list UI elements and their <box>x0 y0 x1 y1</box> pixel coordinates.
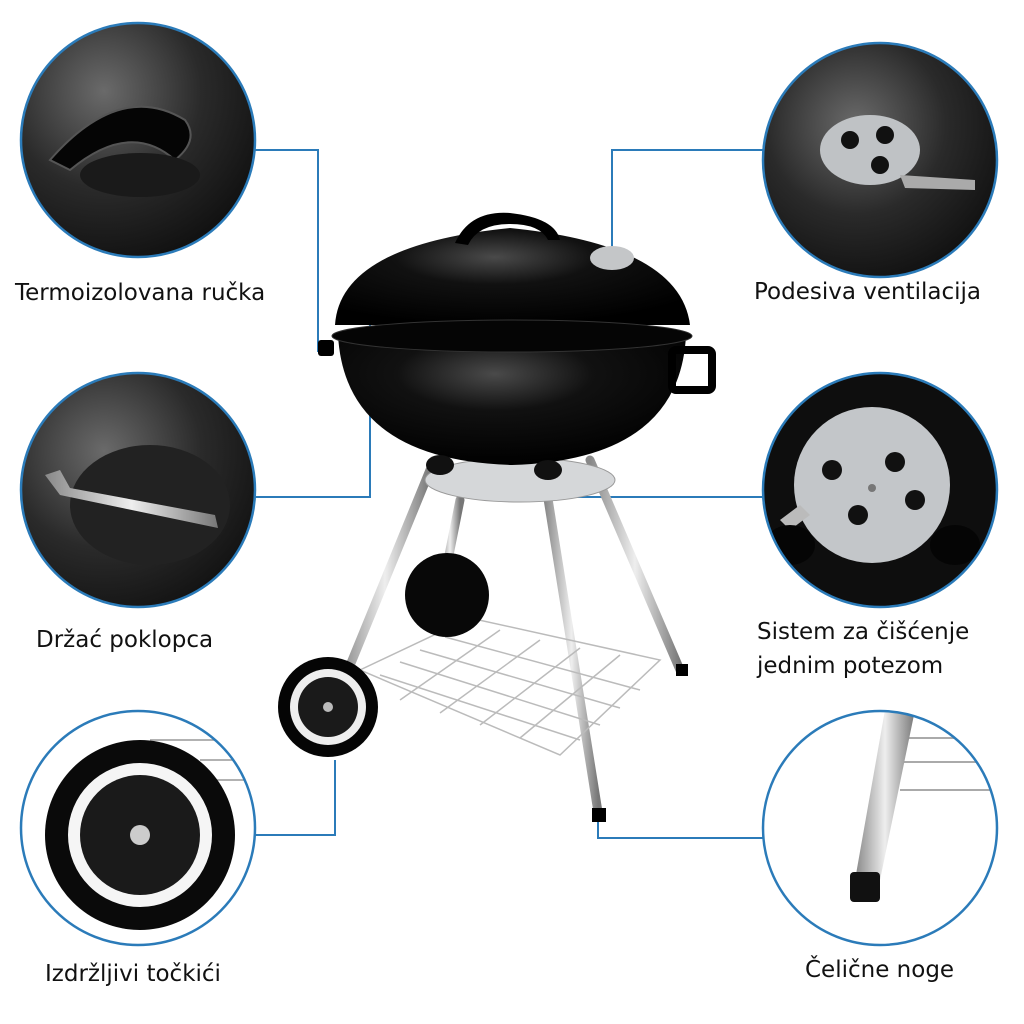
feature-label-cleaning-line2: jednim potezom <box>757 653 944 679</box>
feature-label-handle: Termoizolovana ručka <box>15 280 266 306</box>
vent-closeup-icon <box>761 41 999 279</box>
feature-label-wheels: Izdržljivi točkići <box>45 961 221 987</box>
feature-label-cleaning-line1: Sistem za čišćenje <box>757 619 970 645</box>
feature-label-vent: Podesiva ventilacija <box>754 279 982 305</box>
leg-closeup-icon <box>761 709 999 947</box>
handle-closeup-icon <box>19 21 257 259</box>
lid-holder-closeup-icon <box>19 371 257 609</box>
feature-label-lid-holder: Držać poklopca <box>36 627 214 653</box>
kettle-grill-image <box>278 212 716 822</box>
feature-label-legs: Čelične noge <box>805 957 955 983</box>
ash-cleaning-closeup-icon <box>761 371 999 609</box>
wheel-closeup-icon <box>19 709 257 947</box>
